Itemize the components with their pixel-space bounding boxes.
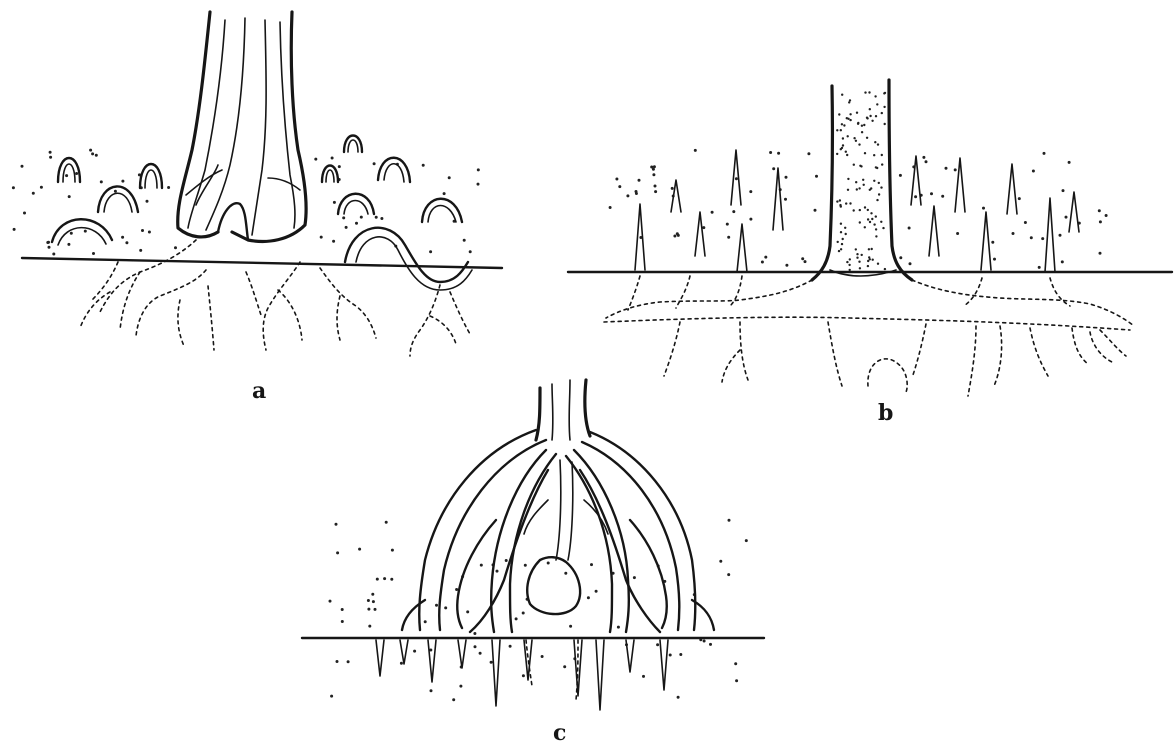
panel-b-roots (604, 276, 1134, 396)
panel-b-soil-dots (609, 149, 1108, 269)
panel-a-label: a (252, 378, 266, 404)
panel-c-root-tips (376, 640, 668, 710)
panel-c-prop-roots (402, 430, 714, 632)
panel-b-label: b (878, 400, 893, 426)
panel-b-pneumatophores (568, 80, 1172, 396)
panel-c-label: c (553, 720, 566, 745)
panel-a-knee-roots (12, 12, 502, 356)
panel-c-stilt-roots (302, 380, 764, 710)
panel-b-trunk (812, 80, 912, 280)
panel-a-trunk (178, 12, 306, 241)
panel-a-ground-line (22, 258, 502, 268)
panel-c-stem (536, 380, 590, 440)
